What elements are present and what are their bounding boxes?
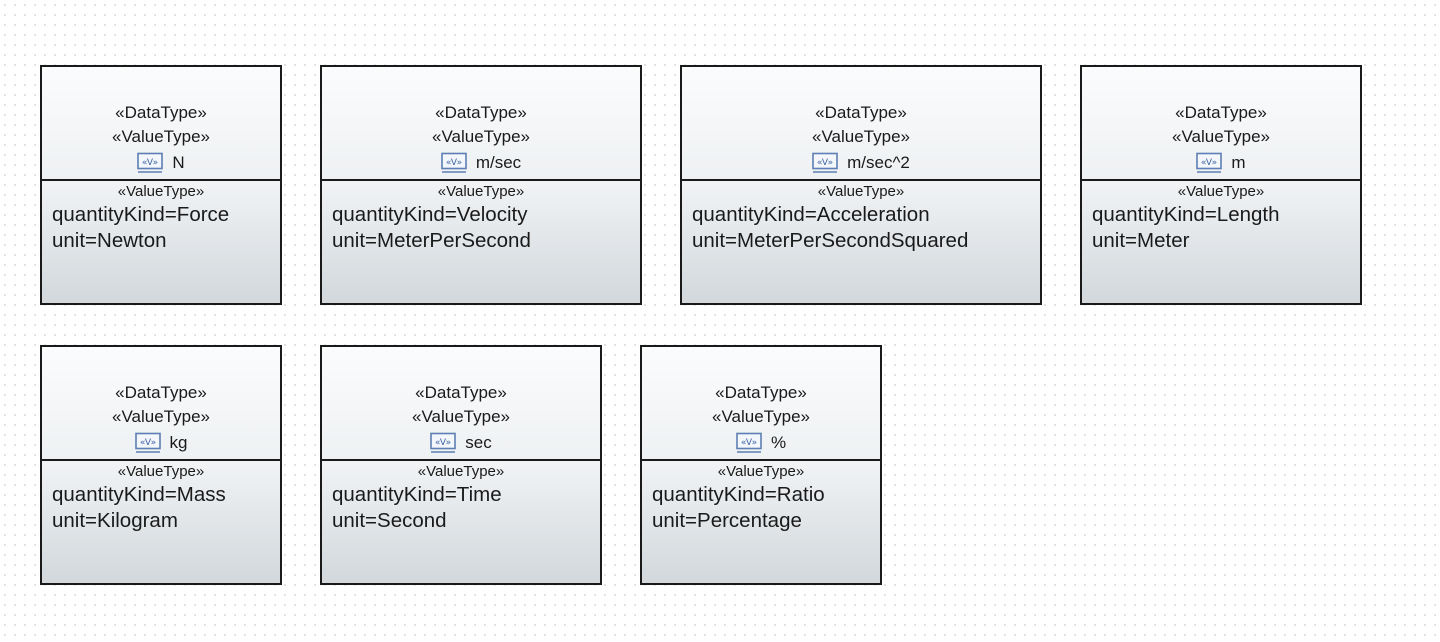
compartment-stereotype: «ValueType» bbox=[437, 183, 525, 200]
property-unit: unit=MeterPerSecond bbox=[332, 229, 531, 252]
value-type-block-m-per-sec[interactable]: «DataType» «ValueType» «V» m/sec «ValueT… bbox=[320, 65, 642, 305]
property-unit: unit=Meter bbox=[1092, 229, 1190, 252]
block-header: «DataType» «ValueType» «V» m/sec bbox=[322, 67, 640, 181]
block-header: «DataType» «ValueType» «V» m bbox=[1082, 67, 1360, 181]
block-name-row: «V» % bbox=[736, 429, 786, 457]
block-name-row: «V» m/sec^2 bbox=[812, 149, 910, 177]
value-type-icon: «V» bbox=[430, 432, 457, 454]
value-type-icon: «V» bbox=[441, 152, 467, 174]
stereotype-datatype: «DataType» bbox=[115, 383, 207, 402]
block-name-row: «V» m bbox=[1196, 149, 1246, 177]
property-unit: unit=Second bbox=[332, 509, 447, 532]
stereotype-datatype: «DataType» bbox=[715, 383, 807, 402]
svg-text:«V»: «V» bbox=[1201, 158, 1217, 168]
stereotype-datatype: «DataType» bbox=[415, 383, 507, 402]
stereotype-valuetype: «ValueType» bbox=[112, 127, 210, 146]
compartment-stereotype: «ValueType» bbox=[717, 463, 805, 480]
stereotype-datatype: «DataType» bbox=[115, 103, 207, 122]
value-type-icon: «V» bbox=[1196, 152, 1223, 174]
block-name: m/sec bbox=[475, 153, 522, 172]
value-properties-compartment: «ValueType» quantityKind=Velocity unit=M… bbox=[322, 181, 640, 303]
property-quantity-kind: quantityKind=Mass bbox=[52, 483, 226, 506]
block-name: sec bbox=[465, 433, 492, 452]
compartment-stereotype: «ValueType» bbox=[817, 183, 905, 200]
property-quantity-kind: quantityKind=Time bbox=[332, 483, 502, 506]
block-name: m/sec^2 bbox=[847, 153, 910, 172]
stereotype-valuetype: «ValueType» bbox=[812, 127, 910, 146]
block-name: N bbox=[172, 153, 185, 172]
stereotype-valuetype: «ValueType» bbox=[1172, 127, 1270, 146]
svg-text:«V»: «V» bbox=[435, 438, 451, 448]
svg-text:«V»: «V» bbox=[142, 158, 158, 168]
value-properties-compartment: «ValueType» quantityKind=Force unit=Newt… bbox=[42, 181, 280, 303]
stereotype-valuetype: «ValueType» bbox=[112, 407, 210, 426]
stereotype-datatype: «DataType» bbox=[815, 103, 907, 122]
svg-text:«V»: «V» bbox=[446, 158, 462, 168]
value-type-block-m-per-sec-squared[interactable]: «DataType» «ValueType» «V» m/sec^2 «Valu… bbox=[680, 65, 1042, 305]
stereotype-valuetype: «ValueType» bbox=[432, 127, 530, 146]
svg-text:«V»: «V» bbox=[139, 438, 155, 448]
block-name-row: «V» sec bbox=[430, 429, 492, 457]
value-properties-compartment: «ValueType» quantityKind=Acceleration un… bbox=[682, 181, 1040, 303]
svg-text:«V»: «V» bbox=[741, 438, 757, 448]
value-type-icon: «V» bbox=[134, 432, 161, 454]
block-name-row: «V» kg bbox=[134, 429, 188, 457]
property-quantity-kind: quantityKind=Velocity bbox=[332, 203, 528, 226]
compartment-stereotype: «ValueType» bbox=[117, 183, 205, 200]
block-name-row: «V» N bbox=[137, 149, 185, 177]
block-header: «DataType» «ValueType» «V» m/sec^2 bbox=[682, 67, 1040, 181]
value-type-block-n[interactable]: «DataType» «ValueType» «V» N «ValueType»… bbox=[40, 65, 282, 305]
property-unit: unit=MeterPerSecondSquared bbox=[692, 229, 969, 252]
value-properties-compartment: «ValueType» quantityKind=Ratio unit=Perc… bbox=[642, 461, 880, 583]
value-type-block-percent[interactable]: «DataType» «ValueType» «V» % «ValueType»… bbox=[640, 345, 882, 585]
block-header: «DataType» «ValueType» «V» N bbox=[42, 67, 280, 181]
property-quantity-kind: quantityKind=Acceleration bbox=[692, 203, 930, 226]
block-name: m bbox=[1231, 153, 1246, 172]
compartment-stereotype: «ValueType» bbox=[117, 463, 205, 480]
property-unit: unit=Percentage bbox=[652, 509, 802, 532]
value-type-icon: «V» bbox=[137, 152, 164, 174]
value-properties-compartment: «ValueType» quantityKind=Mass unit=Kilog… bbox=[42, 461, 280, 583]
block-name: % bbox=[770, 433, 787, 452]
stereotype-valuetype: «ValueType» bbox=[712, 407, 810, 426]
property-quantity-kind: quantityKind=Length bbox=[1092, 203, 1280, 226]
block-name-row: «V» m/sec bbox=[441, 149, 521, 177]
block-header: «DataType» «ValueType» «V» sec bbox=[322, 347, 600, 461]
block-header: «DataType» «ValueType» «V» % bbox=[642, 347, 880, 461]
stereotype-datatype: «DataType» bbox=[1175, 103, 1267, 122]
block-header: «DataType» «ValueType» «V» kg bbox=[42, 347, 280, 461]
value-type-block-kg[interactable]: «DataType» «ValueType» «V» kg «ValueType… bbox=[40, 345, 282, 585]
stereotype-valuetype: «ValueType» bbox=[412, 407, 510, 426]
block-name: kg bbox=[169, 433, 188, 452]
property-unit: unit=Newton bbox=[52, 229, 167, 252]
value-properties-compartment: «ValueType» quantityKind=Length unit=Met… bbox=[1082, 181, 1360, 303]
compartment-stereotype: «ValueType» bbox=[1177, 183, 1265, 200]
value-type-block-m[interactable]: «DataType» «ValueType» «V» m «ValueType»… bbox=[1080, 65, 1362, 305]
property-quantity-kind: quantityKind=Ratio bbox=[652, 483, 825, 506]
compartment-stereotype: «ValueType» bbox=[417, 463, 505, 480]
value-properties-compartment: «ValueType» quantityKind=Time unit=Secon… bbox=[322, 461, 600, 583]
value-type-icon: «V» bbox=[736, 432, 762, 454]
property-unit: unit=Kilogram bbox=[52, 509, 178, 532]
stereotype-datatype: «DataType» bbox=[435, 103, 527, 122]
value-type-icon: «V» bbox=[812, 152, 838, 174]
value-type-block-sec[interactable]: «DataType» «ValueType» «V» sec «ValueTyp… bbox=[320, 345, 602, 585]
property-quantity-kind: quantityKind=Force bbox=[52, 203, 230, 226]
svg-text:«V»: «V» bbox=[817, 158, 833, 168]
